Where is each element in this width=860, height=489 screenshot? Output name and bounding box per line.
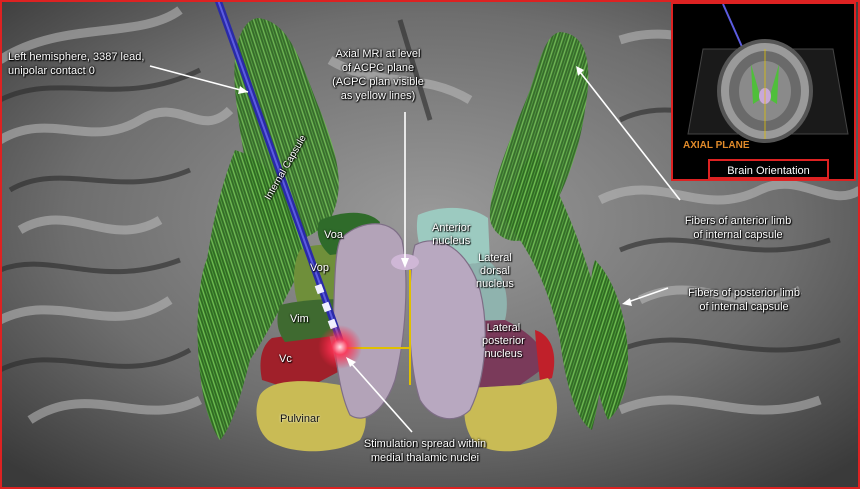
- leader-lines: [149, 65, 681, 433]
- axial-plane-label: AXIAL PLANE: [683, 140, 750, 151]
- lateral-posterior-label: Lateral posterior nucleus: [482, 322, 525, 360]
- right-internal-capsule-fibers: [489, 32, 628, 430]
- lateral-dorsal-label: Lateral dorsal nucleus: [476, 252, 514, 290]
- left-medial-region: [333, 223, 407, 419]
- anterior-nucleus-label: Anterior nucleus: [432, 222, 471, 247]
- axial-mri-label: Axial MRI at level of ACPC plane (ACPC p…: [332, 48, 424, 102]
- posterior-limb-label: Fibers of posterior limb of internal cap…: [688, 287, 800, 313]
- right-vc-region: [535, 330, 555, 382]
- brain-orientation-inset: AXIAL PLANE Brain Orientation: [671, 2, 856, 181]
- brain-orientation-title: Brain Orientation: [708, 159, 829, 179]
- voa-label: Voa: [324, 229, 343, 241]
- lead-label: Left hemisphere, 3387 lead, unipolar con…: [8, 51, 145, 77]
- pulvinar-region: [256, 381, 366, 452]
- vc-label: Vc: [279, 353, 292, 365]
- vim-label: Vim: [290, 313, 309, 325]
- thalamus: [256, 207, 557, 452]
- mri-gyri: [0, 6, 860, 424]
- left-internal-capsule-fibers: [197, 18, 339, 440]
- inset-brain-image: [687, 4, 849, 143]
- anterior-limb-label: Fibers of anterior limb of internal caps…: [684, 215, 792, 241]
- pulvinar-label: Pulvinar: [280, 413, 320, 425]
- stimulation-label: Stimulation spread within medial thalami…: [363, 438, 487, 464]
- stimulation-spot: [318, 325, 362, 369]
- dbs-lead: [214, 0, 344, 344]
- right-pulvinar-region: [464, 378, 557, 452]
- vop-label: Vop: [310, 262, 329, 274]
